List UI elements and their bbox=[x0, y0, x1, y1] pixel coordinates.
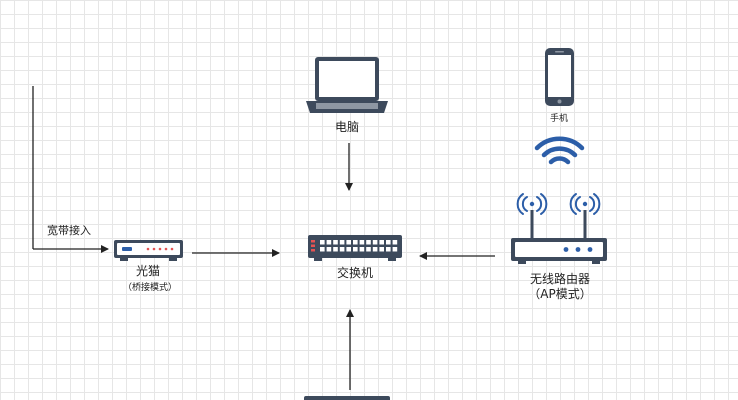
switch-port bbox=[359, 247, 365, 252]
bottom-switch-icon bbox=[304, 396, 390, 400]
switch-port bbox=[320, 240, 325, 245]
phone-icon bbox=[545, 48, 574, 106]
switch-port bbox=[372, 247, 378, 252]
router-icon bbox=[511, 193, 607, 264]
switch-port bbox=[386, 247, 391, 252]
laptop-label: 电脑 bbox=[334, 120, 360, 134]
switch-label: 交换机 bbox=[336, 266, 374, 280]
switch-port bbox=[366, 247, 371, 252]
switch-led bbox=[311, 240, 315, 243]
switch-port bbox=[333, 240, 338, 245]
switch-port bbox=[379, 240, 384, 245]
modem-label: 光猫 bbox=[135, 264, 161, 278]
switch-port bbox=[353, 240, 358, 245]
switch-led bbox=[311, 244, 315, 247]
switch-icon bbox=[308, 235, 402, 261]
switch-port bbox=[372, 240, 378, 245]
switch-port bbox=[359, 240, 365, 245]
switch-port bbox=[379, 247, 384, 252]
switch-port bbox=[392, 240, 398, 245]
switch-port bbox=[339, 247, 345, 252]
switch-port bbox=[386, 240, 391, 245]
switch-port bbox=[326, 240, 332, 245]
switch-port bbox=[346, 240, 351, 245]
router-mode-label: （AP模式） bbox=[528, 287, 592, 301]
switch-port bbox=[346, 247, 351, 252]
broadband-connector bbox=[32, 86, 109, 253]
switch-port bbox=[320, 247, 325, 252]
wifi-icon bbox=[534, 136, 585, 165]
broadband-label: 宽带接入 bbox=[47, 224, 91, 237]
modem-mode-label: （桥接模式） bbox=[122, 283, 178, 293]
phone-label: 手机 bbox=[549, 114, 569, 124]
router-label: 无线路由器 bbox=[529, 272, 591, 286]
switch-port bbox=[326, 247, 332, 252]
switch-port bbox=[353, 247, 358, 252]
switch-port bbox=[366, 240, 371, 245]
modem-icon bbox=[114, 240, 183, 261]
switch-port bbox=[333, 247, 338, 252]
switch-led bbox=[311, 249, 315, 252]
switch-port bbox=[339, 240, 345, 245]
switch-port bbox=[392, 247, 398, 252]
laptop-icon bbox=[306, 57, 388, 113]
